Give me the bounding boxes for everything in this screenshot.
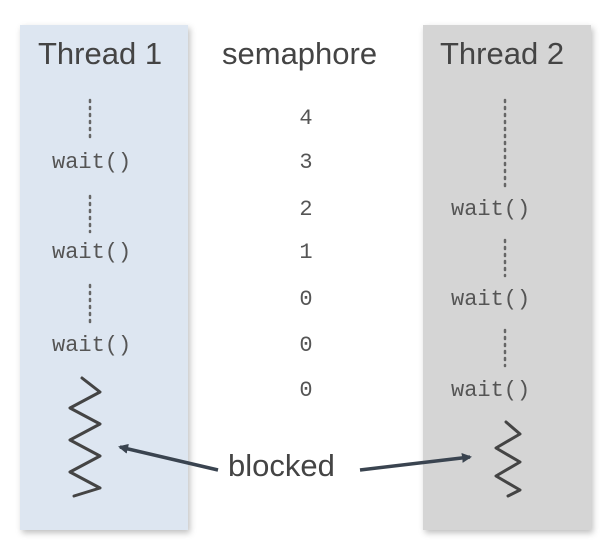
semaphore-value-7: 0 xyxy=(299,378,313,403)
thread2-panel xyxy=(423,25,591,530)
blocked-label: blocked xyxy=(228,448,335,483)
semaphore-value-6: 0 xyxy=(299,333,313,358)
thread1-wait-call-2: wait() xyxy=(52,240,132,265)
semaphore-value-3: 2 xyxy=(299,197,313,222)
arrow-to-thread1 xyxy=(118,443,219,472)
semaphore-value-5: 0 xyxy=(299,287,313,312)
semaphore-value-4: 1 xyxy=(299,240,313,265)
thread2-title: Thread 2 xyxy=(440,36,565,71)
thread2-blocked-zigzag xyxy=(494,420,522,498)
thread1-wait-call-1: wait() xyxy=(52,150,132,175)
semaphore-value-1: 4 xyxy=(299,106,313,131)
semaphore-title: semaphore xyxy=(222,36,378,71)
thread1-panel xyxy=(20,25,188,530)
thread2-wait-call-2: wait() xyxy=(451,287,531,312)
thread2-wait-call-3: wait() xyxy=(451,378,531,403)
semaphore-value-2: 3 xyxy=(299,150,313,175)
thread2-wait-call-1: wait() xyxy=(451,197,531,222)
thread1-wait-call-3: wait() xyxy=(52,333,132,358)
thread1-title: Thread 1 xyxy=(38,36,163,71)
thread1-blocked-zigzag xyxy=(68,376,102,498)
arrow-to-thread2 xyxy=(359,452,472,472)
